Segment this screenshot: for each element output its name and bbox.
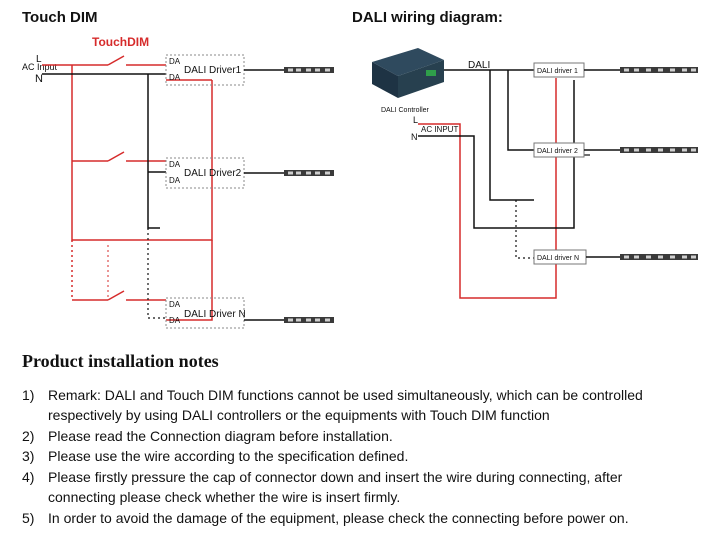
- led-strip-icon: [620, 254, 698, 260]
- touch-dim-diagram: TouchDIM L AC Input N DA DA DALI Driver1…: [22, 35, 334, 329]
- driver2-label: DALI Driver2: [184, 168, 242, 179]
- driver2-da-top: DA: [169, 160, 181, 169]
- note-number: 5): [22, 510, 35, 526]
- touch-dim-heading: Touch DIM: [22, 9, 98, 26]
- dali-line-l: L: [413, 115, 418, 125]
- touchdim-label: TouchDIM: [92, 35, 149, 49]
- dali-wiring-heading: DALI wiring diagram:: [352, 9, 503, 26]
- note-number: 3): [22, 448, 35, 464]
- touchdim-line-n: N: [35, 73, 43, 85]
- note-text: In order to avoid the damage of the equi…: [48, 510, 629, 526]
- dali-drivern-label: DALI driver N: [537, 255, 579, 262]
- note-text: Remark: DALI and Touch DIM functions can…: [48, 387, 643, 423]
- led-strip-icon: [284, 67, 334, 73]
- dali-driver2-label: DALI driver 2: [537, 148, 578, 155]
- dali-line-n: N: [411, 132, 418, 142]
- note-text: Please use the wire according to the spe…: [48, 448, 409, 464]
- touch-switch-n: [107, 290, 125, 301]
- note-text: Please read the Connection diagram befor…: [48, 428, 393, 444]
- note-number: 4): [22, 469, 35, 485]
- notes-title: Product installation notes: [22, 351, 219, 371]
- dali-bus-label: DALI: [468, 60, 490, 71]
- led-strip-icon: [284, 317, 334, 323]
- drivern-da-top: DA: [169, 300, 181, 309]
- note-item: 5) In order to avoid the damage of the eq…: [22, 508, 688, 528]
- led-strip-icon: [284, 170, 334, 176]
- note-item: 2) Please read the Connection diagram bef…: [22, 426, 688, 446]
- led-strip-icon: [620, 147, 698, 153]
- touchdim-ac-input: AC Input: [22, 62, 58, 72]
- touch-switch-2: [107, 151, 125, 162]
- driver2-da-bottom: DA: [169, 176, 181, 185]
- dali-controller-label: DALI Controller: [381, 107, 430, 114]
- touchdim-line-l: L: [36, 54, 42, 65]
- dali-driver1-label: DALI driver 1: [537, 68, 578, 75]
- dali-controller-icon: [372, 48, 444, 98]
- note-number: 2): [22, 428, 35, 444]
- note-item: 3) Please use the wire according to the s…: [22, 446, 688, 466]
- note-text: Please firstly pressure the cap of conne…: [48, 469, 623, 505]
- note-item: 4) Please firstly pressure the cap of con…: [22, 467, 688, 507]
- drivern-da-bottom: DA: [169, 316, 181, 325]
- touch-switch-1: [107, 55, 125, 66]
- driver1-da-bottom: DA: [169, 73, 181, 82]
- driver1-da-top: DA: [169, 57, 181, 66]
- drivern-label: DALI Driver N: [184, 309, 246, 320]
- driver1-label: DALI Driver1: [184, 65, 242, 76]
- wiring-diagrams: TouchDIM L AC Input N DA DA DALI Driver1…: [22, 35, 698, 329]
- note-item: 1) Remark: DALI and Touch DIM functions c…: [22, 385, 688, 425]
- dali-ac-input: AC INPUT: [421, 125, 458, 134]
- led-strip-icon: [620, 67, 698, 73]
- note-number: 1): [22, 387, 35, 403]
- dali-diagram: DALI Controller DALI L AC INPUT N DALI d…: [372, 48, 698, 299]
